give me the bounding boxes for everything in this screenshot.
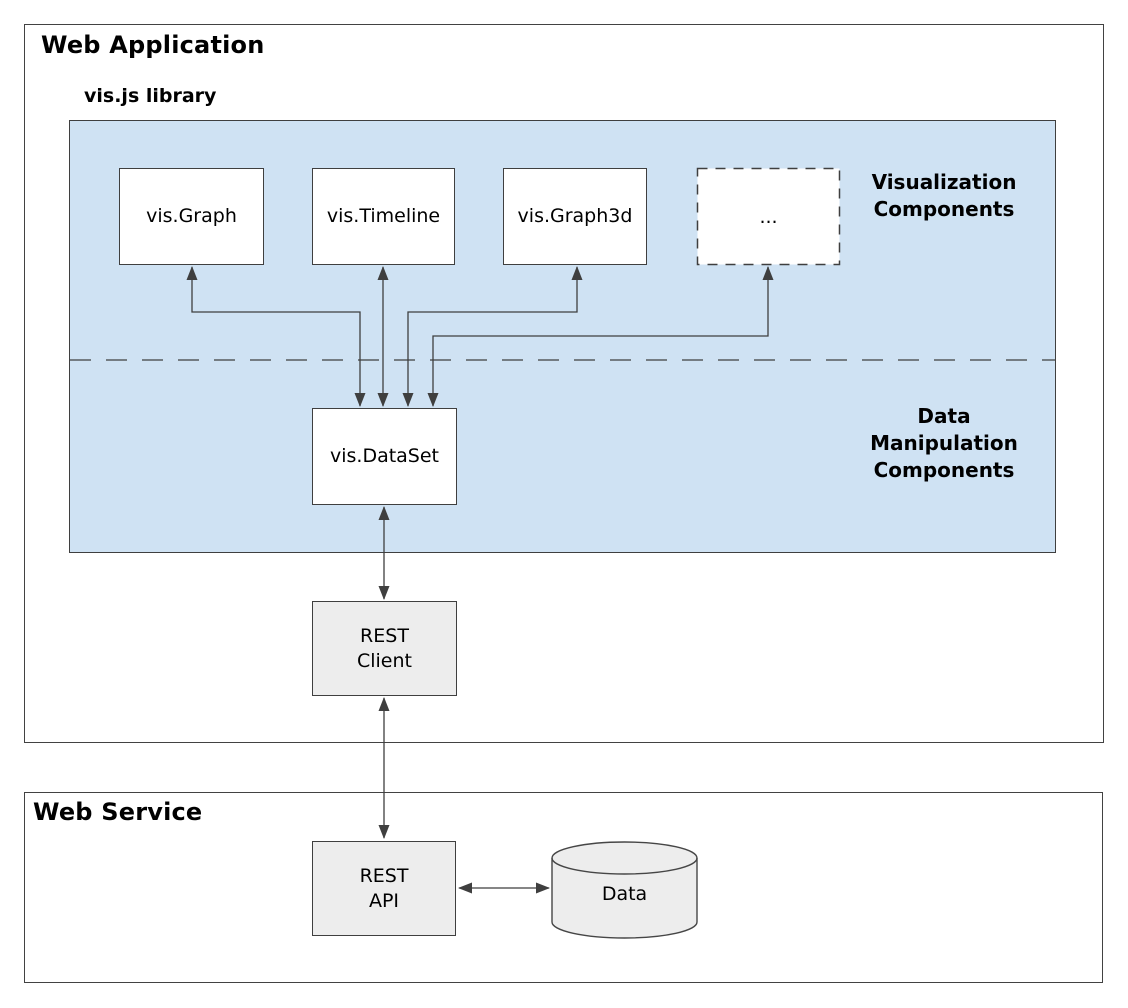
node-vis-graph3d-label: vis.Graph3d xyxy=(517,205,633,227)
vis-library-heading: vis.js library xyxy=(84,85,217,107)
node-more-components-label: ... xyxy=(759,205,778,228)
node-vis-dataset-label: vis.DataSet xyxy=(329,445,440,467)
web-service-title: Web Service xyxy=(33,798,203,826)
data-store-label: Data xyxy=(601,883,648,905)
data-manipulation-components-label: Data Manipulation Components xyxy=(870,404,1018,482)
node-vis-dataset: vis.DataSet xyxy=(312,408,457,505)
visualization-components-label: Visualization Components xyxy=(871,170,1017,221)
node-rest-api-label: REST API xyxy=(359,864,409,912)
node-rest-api: REST API xyxy=(312,841,456,936)
node-rest-client-label: REST Client xyxy=(356,624,412,672)
node-vis-graph: vis.Graph xyxy=(119,168,264,265)
web-application-title: Web Application xyxy=(41,31,265,59)
node-vis-timeline: vis.Timeline xyxy=(312,168,455,265)
node-vis-graph3d: vis.Graph3d xyxy=(503,168,647,265)
node-rest-client: REST Client xyxy=(312,601,457,696)
node-vis-graph-label: vis.Graph xyxy=(146,205,237,227)
node-vis-timeline-label: vis.Timeline xyxy=(326,205,441,227)
